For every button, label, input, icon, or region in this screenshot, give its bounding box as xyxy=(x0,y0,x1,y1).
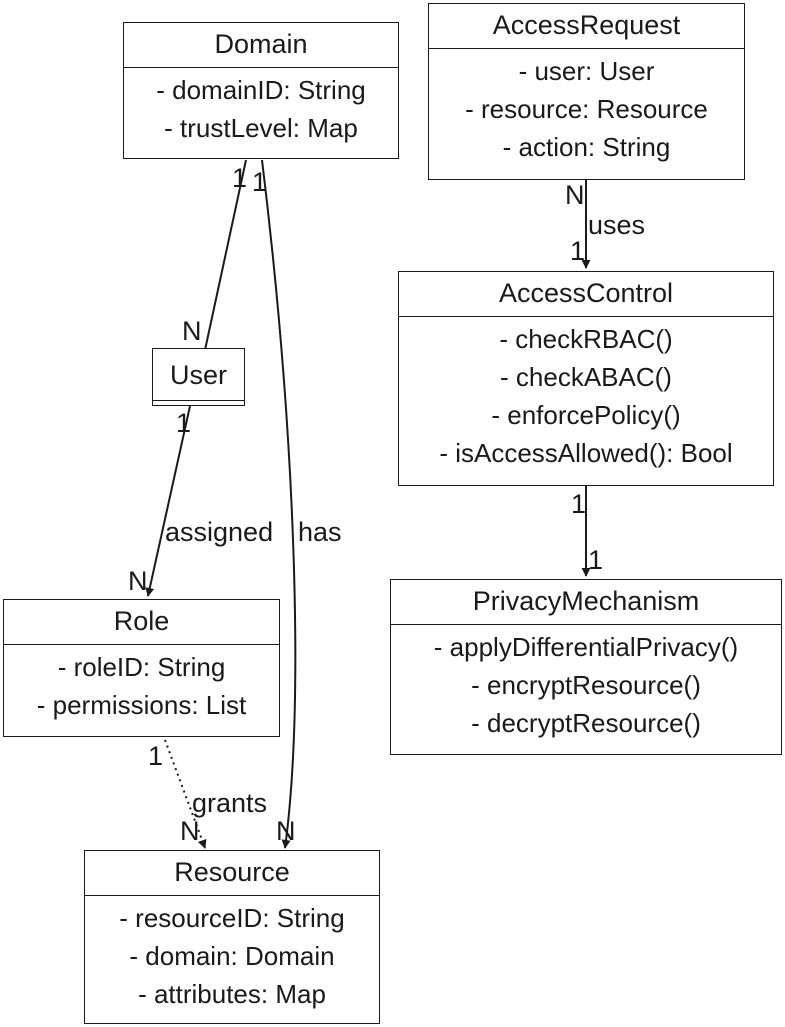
attribute: - resourceID: String xyxy=(119,903,345,933)
label-request-control: uses xyxy=(588,210,646,240)
attribute: - domain: Domain xyxy=(129,941,335,971)
attribute: - permissions: List xyxy=(36,690,247,720)
edge-domain-resource xyxy=(261,159,297,849)
class-role[interactable]: Role - roleID: String - permissions: Lis… xyxy=(3,599,280,737)
class-privacy-mechanism-methods: - applyDifferentialPrivacy() - encryptRe… xyxy=(391,625,781,746)
mult-role-resource-to: N xyxy=(180,816,200,846)
class-access-request[interactable]: AccessRequest - user: User - resource: R… xyxy=(428,3,745,180)
class-role-name: Role xyxy=(4,600,279,645)
class-domain[interactable]: Domain - domainID: String - trustLevel: … xyxy=(123,22,399,159)
class-access-control[interactable]: AccessControl - checkRBAC() - checkABAC(… xyxy=(398,271,774,486)
mult-domain-user-from: 1 xyxy=(232,163,248,193)
class-domain-name: Domain xyxy=(124,23,398,68)
attribute: - domainID: String xyxy=(156,75,366,105)
class-access-control-methods: - checkRBAC() - checkABAC() - enforcePol… xyxy=(399,317,773,476)
class-resource-name: Resource xyxy=(85,851,379,896)
mult-role-resource-from: 1 xyxy=(148,741,164,771)
mult-domain-user-to: N xyxy=(182,316,202,346)
attribute: - action: String xyxy=(502,132,671,162)
label-domain-resource: has xyxy=(298,517,342,547)
class-access-request-name: AccessRequest xyxy=(429,4,744,49)
mult-user-role-to: N xyxy=(128,566,148,596)
label-role-resource: grants xyxy=(192,788,268,818)
class-role-attributes: - roleID: String - permissions: List xyxy=(4,645,279,728)
attribute: - trustLevel: Map xyxy=(164,113,358,143)
method: - applyDifferentialPrivacy() xyxy=(433,632,739,662)
attribute: - attributes: Map xyxy=(138,979,326,1009)
attribute: - roleID: String xyxy=(57,652,226,682)
method: - checkRBAC() xyxy=(499,324,673,354)
mult-user-role-from: 1 xyxy=(176,408,192,438)
label-user-role: assigned xyxy=(165,517,274,547)
class-access-request-attributes: - user: User - resource: Resource - acti… xyxy=(429,49,744,170)
method: - enforcePolicy() xyxy=(491,400,681,430)
mult-request-control-to: 1 xyxy=(570,236,586,266)
method: - isAccessAllowed(): Bool xyxy=(439,438,733,468)
edge-role-resource xyxy=(164,739,207,849)
method: - encryptResource() xyxy=(471,670,701,700)
class-privacy-mechanism-name: PrivacyMechanism xyxy=(391,580,781,625)
attribute: - user: User xyxy=(518,56,655,86)
class-privacy-mechanism[interactable]: PrivacyMechanism - applyDifferentialPriv… xyxy=(390,579,782,755)
class-user[interactable]: User xyxy=(152,348,245,406)
mult-domain-resource-to: N xyxy=(276,816,296,846)
edge-user-role xyxy=(145,405,191,597)
method: - decryptResource() xyxy=(471,708,701,738)
edge-domain-user xyxy=(204,159,247,351)
class-access-control-name: AccessControl xyxy=(399,272,773,317)
mult-control-privacy-to: 1 xyxy=(588,545,604,575)
mult-domain-resource-from: 1 xyxy=(252,167,268,197)
method: - checkABAC() xyxy=(500,362,672,392)
class-domain-attributes: - domainID: String - trustLevel: Map xyxy=(124,68,398,151)
attribute: - resource: Resource xyxy=(465,94,708,124)
mult-control-privacy-from: 1 xyxy=(571,489,587,519)
mult-request-control-from: N xyxy=(565,180,585,210)
class-resource-attributes: - resourceID: String - domain: Domain - … xyxy=(85,896,379,1017)
class-resource[interactable]: Resource - resourceID: String - domain: … xyxy=(84,850,380,1024)
class-user-name: User xyxy=(153,349,244,401)
